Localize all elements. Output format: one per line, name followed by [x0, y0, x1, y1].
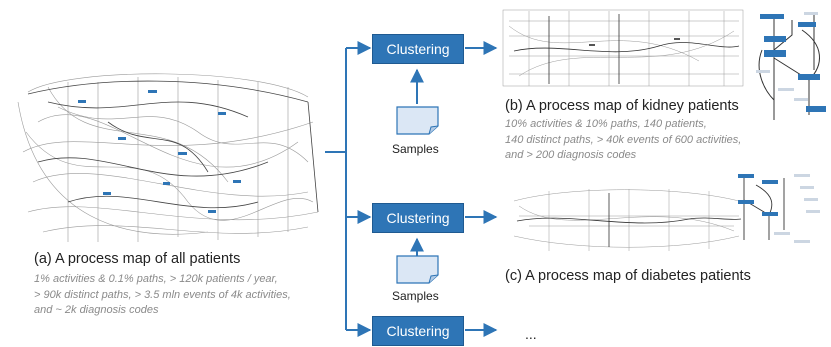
- panel-a-stat-line: and ~ 2k diagnosis codes: [34, 304, 159, 316]
- panel-b-title: (b) A process map of kidney patients: [505, 98, 739, 114]
- process-map-kidney-patients: [499, 6, 749, 91]
- process-map-b-graphic: [502, 9, 744, 87]
- panel-b-stat-line: 140 distinct paths, > 40k events of 600 …: [505, 133, 742, 146]
- samples-label-1: Samples: [392, 142, 439, 156]
- samples-document-icon-2: [396, 255, 439, 284]
- panel-c-title: (c) A process map of diabetes patients: [505, 268, 751, 284]
- process-map-b-detail-graphic: [756, 12, 826, 120]
- process-map-diabetes-detail: [734, 170, 831, 250]
- panel-a-title: (a) A process map of all patients: [34, 251, 241, 267]
- process-map-kidney-detail: [754, 10, 830, 122]
- panel-b-stat-line: 10% activities & 10% paths, 140 patients…: [505, 118, 707, 130]
- process-map-a-graphic: [17, 73, 319, 242]
- clustering-box-3: Clustering: [372, 316, 464, 346]
- panel-a-stat-line: > 90k distinct paths, > 3.5 mln events o…: [34, 288, 291, 301]
- process-map-c-detail-graphic: [738, 174, 820, 243]
- process-map-c-graphic: [513, 189, 742, 251]
- panel-b-stats: 10% activities & 10% paths, 140 patients…: [505, 117, 741, 164]
- clustering-box-2: Clustering: [372, 203, 464, 233]
- samples-label-2: Samples: [392, 289, 439, 303]
- samples-document-icon-1: [396, 106, 439, 135]
- clustering-box-1: Clustering: [372, 34, 464, 64]
- panel-a-stats: 1% activities & 0.1% paths, > 120k patie…: [34, 272, 291, 319]
- process-map-all-patients: [8, 62, 324, 250]
- panel-b-stat-line: and > 200 diagnosis codes: [505, 149, 637, 161]
- panel-a-stat-line: 1% activities & 0.1% paths, > 120k patie…: [34, 273, 278, 285]
- process-map-diabetes-patients: [509, 181, 745, 255]
- more-ellipsis: ...: [525, 326, 537, 342]
